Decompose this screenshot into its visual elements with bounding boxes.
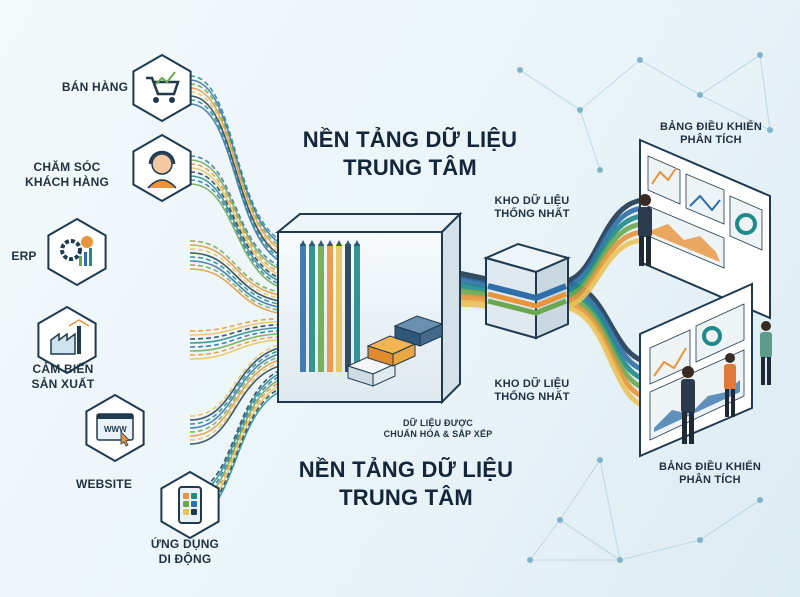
- shopping-cart-icon: [132, 53, 192, 123]
- analyst-person-1: [638, 194, 652, 266]
- data-blocks: [346, 315, 444, 387]
- gears-chart-icon: [47, 217, 107, 287]
- dashboard-label-bottom: BẢNG ĐIỀU KHIỂN PHÂN TÍCH: [658, 461, 761, 486]
- standardized-data-note: DỮ LIỆU ĐƯỢC CHUẨN HÓA & SẮP XẾP: [383, 418, 493, 439]
- source-label-website: WEBSITE: [75, 477, 133, 491]
- dashboard-screen-top: [639, 138, 771, 320]
- dashboard-screen-bottom: [639, 282, 753, 458]
- unified-data-warehouse: [483, 242, 571, 340]
- background-network: [517, 52, 773, 563]
- source-label-sales: BÁN HÀNG: [61, 80, 129, 94]
- source-label-erp: ERP: [11, 249, 37, 263]
- analyst-person-2: [681, 366, 695, 444]
- source-icons: WWW: [37, 53, 220, 540]
- source-label-mobile-app: ỨNG DỤNG DI ĐỘNG: [150, 537, 220, 566]
- platform-title-bottom: NỀN TẢNG DỮ LIỆU TRUNG TÂM: [298, 457, 514, 510]
- source-label-sensors: CẢM BIẾN SẢN XUẤT: [31, 362, 95, 391]
- analyst-person-3: [724, 353, 736, 417]
- svg-text:WWW: WWW: [104, 425, 127, 434]
- platform-data-columns: [300, 240, 360, 372]
- source-label-customer-care: CHĂM SÓC KHÁCH HÀNG: [25, 160, 109, 189]
- mobile-app-icon: [160, 470, 220, 540]
- browser-www-icon: WWW: [85, 393, 145, 463]
- headset-agent-icon: [132, 133, 192, 203]
- dashboard-label-top: BẢNG ĐIỀU KHIỂN PHÂN TÍCH: [659, 121, 762, 146]
- warehouse-label-bottom: KHO DỮ LIỆU THỐNG NHẤT: [494, 378, 570, 403]
- analyst-person-4: [760, 321, 772, 385]
- warehouse-label-top: KHO DỮ LIỆU THỐNG NHẤT: [494, 195, 570, 220]
- platform-title-top: NỀN TẢNG DỮ LIỆU TRUNG TÂM: [302, 127, 518, 180]
- factory-icon: [37, 305, 97, 375]
